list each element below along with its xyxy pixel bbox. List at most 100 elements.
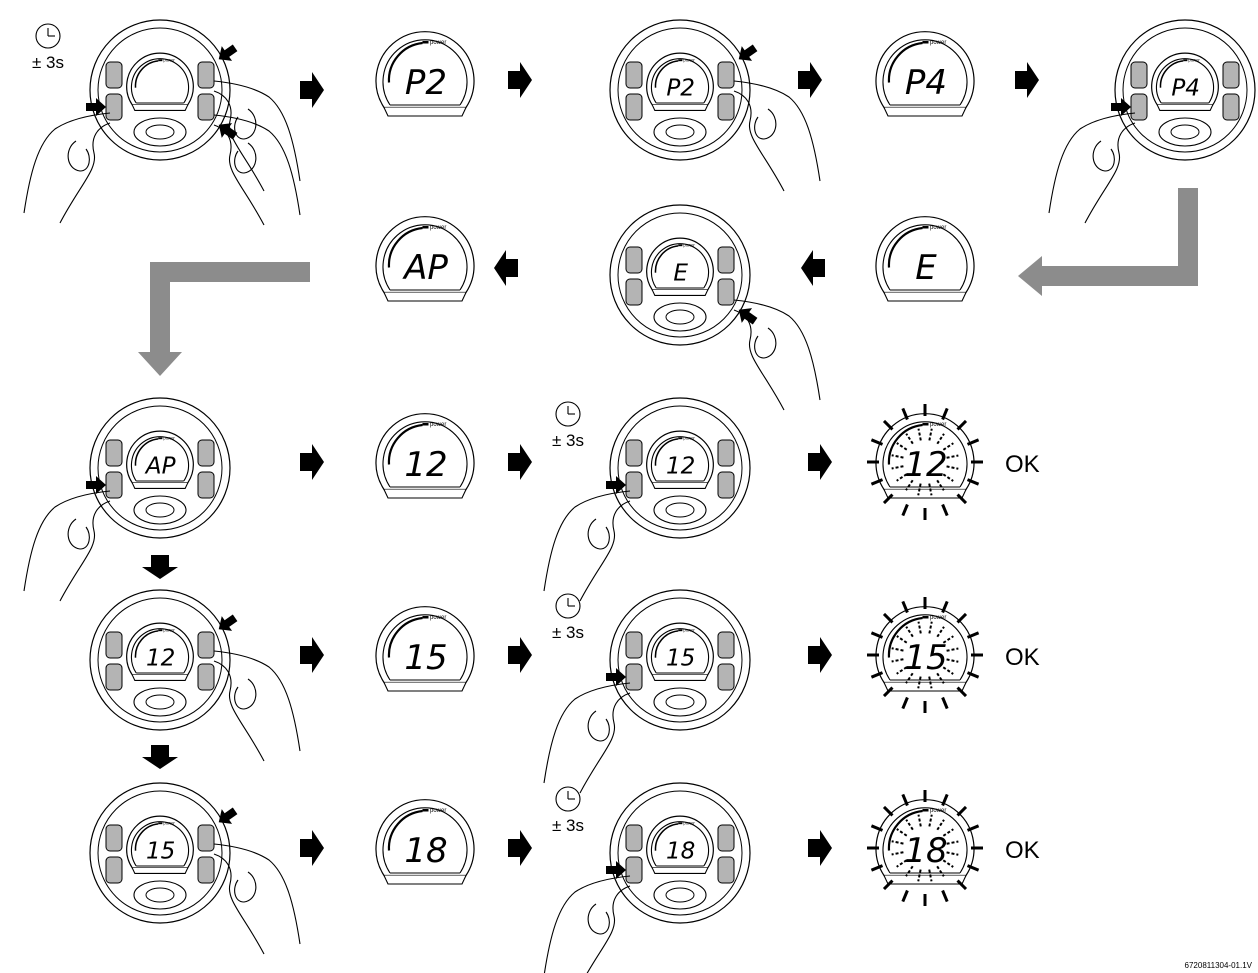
hand-illustration bbox=[543, 490, 631, 602]
flow-arrow-right bbox=[808, 830, 832, 866]
flow-arrow-right bbox=[300, 72, 324, 108]
button-right-upper[interactable] bbox=[717, 631, 735, 659]
flashing-display-p16: power 15 OK bbox=[867, 597, 1040, 713]
button-right-upper[interactable] bbox=[717, 824, 735, 852]
button-right-upper[interactable] bbox=[197, 61, 215, 89]
button-left-lower[interactable] bbox=[105, 93, 123, 121]
power-label: power bbox=[163, 58, 175, 63]
selector-knob[interactable] bbox=[133, 687, 187, 717]
hand-illustration bbox=[213, 80, 301, 192]
power-label: power bbox=[683, 628, 695, 633]
selector-knob[interactable] bbox=[133, 495, 187, 525]
button-right-upper[interactable] bbox=[1222, 61, 1240, 89]
button-right-lower[interactable] bbox=[717, 856, 735, 884]
selector-knob[interactable] bbox=[1158, 117, 1212, 147]
timer-label: ± 3s bbox=[552, 816, 584, 835]
button-left-lower[interactable] bbox=[625, 93, 643, 121]
button-left-lower[interactable] bbox=[625, 856, 643, 884]
hand-illustration bbox=[733, 299, 821, 411]
button-left-upper[interactable] bbox=[1130, 61, 1148, 89]
button-right-upper[interactable] bbox=[197, 631, 215, 659]
ok-label: OK bbox=[1005, 644, 1040, 671]
press-arrow bbox=[86, 98, 106, 116]
stopwatch-icon: ± 3s bbox=[552, 593, 584, 642]
button-right-lower[interactable] bbox=[197, 663, 215, 691]
button-right-upper[interactable] bbox=[717, 61, 735, 89]
selector-knob[interactable] bbox=[133, 880, 187, 910]
press-arrow bbox=[606, 861, 626, 879]
button-right-lower[interactable] bbox=[197, 856, 215, 884]
button-right-lower[interactable] bbox=[197, 471, 215, 499]
lcd-value: 12 bbox=[146, 646, 175, 672]
flow-arrow-right bbox=[300, 830, 324, 866]
flow-arrow-right bbox=[808, 444, 832, 480]
power-label: power bbox=[163, 628, 175, 633]
button-left-upper[interactable] bbox=[625, 631, 643, 659]
button-right-lower[interactable] bbox=[197, 93, 215, 121]
power-label: power bbox=[930, 615, 946, 621]
selector-knob[interactable] bbox=[653, 880, 707, 910]
button-right-lower[interactable] bbox=[717, 278, 735, 306]
button-left-lower[interactable] bbox=[625, 471, 643, 499]
grey-connector-right bbox=[1018, 188, 1198, 296]
flow-arrow-right bbox=[508, 444, 532, 480]
lcd-value: 12 bbox=[904, 445, 947, 485]
lcd-value: AP bbox=[402, 248, 448, 288]
flow-connectors bbox=[138, 62, 1198, 866]
button-left-upper[interactable] bbox=[625, 439, 643, 467]
lcd-value: E bbox=[673, 261, 688, 287]
button-left-lower[interactable] bbox=[625, 278, 643, 306]
button-left-upper[interactable] bbox=[625, 61, 643, 89]
button-right-lower[interactable] bbox=[1222, 93, 1240, 121]
button-left-lower[interactable] bbox=[1130, 93, 1148, 121]
hand-illustration bbox=[213, 843, 301, 955]
button-right-lower[interactable] bbox=[717, 471, 735, 499]
flow-arrow-right bbox=[300, 444, 324, 480]
button-right-lower[interactable] bbox=[717, 663, 735, 691]
button-left-upper[interactable] bbox=[105, 61, 123, 89]
button-left-upper[interactable] bbox=[105, 824, 123, 852]
button-left-upper[interactable] bbox=[625, 824, 643, 852]
selector-knob[interactable] bbox=[653, 302, 707, 332]
lcd-value: 15 bbox=[904, 638, 947, 678]
selector-knob[interactable] bbox=[653, 495, 707, 525]
stopwatch-icon: ± 3s bbox=[32, 23, 64, 72]
button-right-upper[interactable] bbox=[197, 824, 215, 852]
button-right-upper[interactable] bbox=[717, 246, 735, 274]
lcd-value: 12 bbox=[404, 445, 447, 485]
button-left-lower[interactable] bbox=[105, 471, 123, 499]
flow-arrow-down bbox=[142, 745, 178, 769]
selector-knob[interactable] bbox=[133, 117, 187, 147]
button-left-lower[interactable] bbox=[625, 663, 643, 691]
power-label: power bbox=[430, 422, 446, 428]
power-label: power bbox=[163, 436, 175, 441]
button-left-upper[interactable] bbox=[105, 631, 123, 659]
power-label: power bbox=[430, 225, 446, 231]
lcd-value: AP bbox=[144, 454, 176, 480]
button-left-lower[interactable] bbox=[105, 663, 123, 691]
button-right-upper[interactable] bbox=[717, 439, 735, 467]
press-arrow bbox=[606, 476, 626, 494]
button-right-upper[interactable] bbox=[197, 439, 215, 467]
button-left-upper[interactable] bbox=[625, 246, 643, 274]
button-left-lower[interactable] bbox=[105, 856, 123, 884]
display-panel-p10: power 12 bbox=[375, 413, 475, 499]
selector-knob[interactable] bbox=[653, 117, 707, 147]
timer-label: ± 3s bbox=[552, 431, 584, 450]
selector-knob[interactable] bbox=[653, 687, 707, 717]
button-left-upper[interactable] bbox=[105, 439, 123, 467]
flow-arrow-left bbox=[801, 250, 825, 286]
press-arrow bbox=[218, 123, 238, 140]
power-label: power bbox=[1188, 58, 1200, 63]
press-arrow bbox=[86, 476, 106, 494]
press-arrow bbox=[606, 668, 626, 686]
button-right-lower[interactable] bbox=[717, 93, 735, 121]
